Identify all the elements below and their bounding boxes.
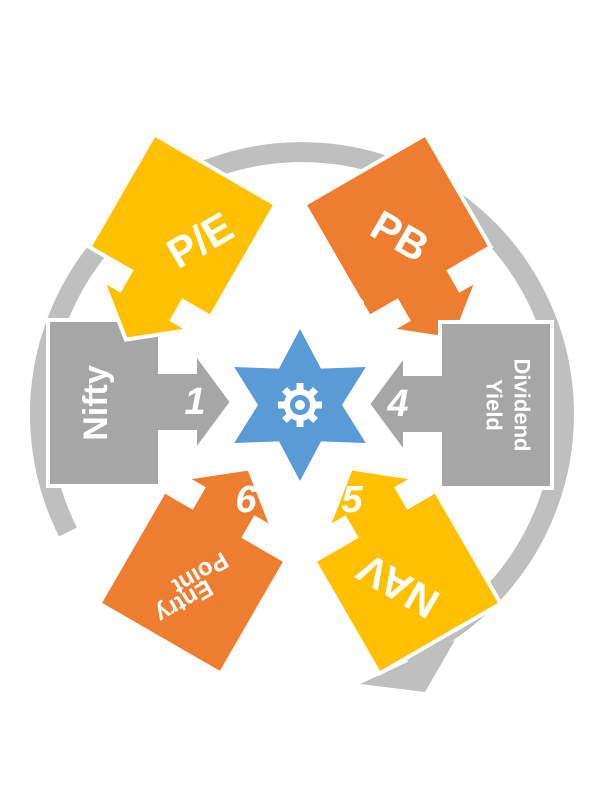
segment-nav-shape <box>311 466 504 677</box>
cycle-ring-arrowhead <box>360 640 455 692</box>
segment-entry-point <box>96 466 289 677</box>
segment-dividend-yield-shape <box>365 320 554 490</box>
segment-pb-shape <box>301 131 494 342</box>
segment-label-nifty: Nifty <box>77 365 115 441</box>
segment-number-2: 2 <box>228 291 250 333</box>
segment-label-yield: Yield <box>482 379 507 431</box>
segment-pe-shape <box>86 131 279 342</box>
segment-nifty-shape <box>46 318 235 488</box>
segment-dividend-yield: 4 Dividend Yield <box>365 320 554 490</box>
segment-nifty: 1 Nifty <box>46 318 235 488</box>
gear-icon <box>278 383 322 427</box>
segment-pe <box>86 131 279 342</box>
segment-label-dividend: Dividend <box>510 359 535 452</box>
segment-entry-point-shape <box>96 466 289 677</box>
segment-number-6: 6 <box>235 479 257 521</box>
segment-number-5: 5 <box>341 479 363 521</box>
segment-nav <box>311 466 504 677</box>
segment-number-4: 4 <box>386 383 408 425</box>
segment-pb <box>301 131 494 342</box>
segment-number-3: 3 <box>343 291 364 333</box>
segment-number-1: 1 <box>184 381 205 423</box>
gear-tooth <box>296 383 304 392</box>
gear-tooth <box>296 418 304 427</box>
